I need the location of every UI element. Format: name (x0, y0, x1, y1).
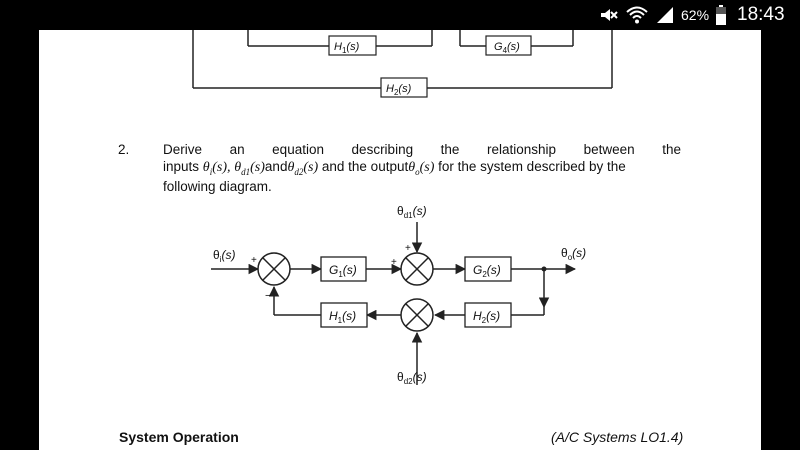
top-g4-block (485, 35, 532, 56)
svg-text:H2(s): H2(s) (386, 83, 412, 97)
word: the (662, 142, 681, 157)
h2-label: H2(s) (473, 309, 500, 325)
input-label: θi(s) (213, 248, 235, 264)
h1-label: H1(s) (329, 309, 356, 325)
question-line-2: inputs θi(s), θd1(s)andθd2(s) and the ou… (163, 159, 626, 177)
question-number: 2. (118, 142, 130, 157)
phrase: for the system described by the (438, 159, 626, 174)
summing-junction-1 (257, 252, 291, 286)
disturbance-2-text: θd2(s) (397, 370, 427, 386)
section-title: System Operation (119, 429, 239, 445)
plus-sign-sum1: + (251, 255, 257, 266)
wifi-icon (626, 0, 648, 30)
h1-block (320, 302, 368, 328)
section-reference: (A/C Systems LO1.4) (551, 429, 684, 445)
g1-label: G1(s) (329, 263, 357, 279)
theta-d1-math: θd1(s) (234, 160, 265, 177)
g2-block (464, 256, 512, 282)
summing-junction-3 (400, 298, 434, 332)
plus-sign-sum2-left: + (391, 257, 397, 268)
summing-junction-2 (400, 252, 434, 286)
word: Derive (163, 142, 203, 157)
battery-icon (715, 0, 727, 30)
top-h2-block (380, 77, 428, 98)
clock: 18:43 (737, 4, 785, 25)
word: and (264, 159, 288, 174)
word: the (440, 142, 460, 157)
document-page: H1(s) G4(s) H2(s) 2. Derive an equation … (39, 30, 761, 450)
mute-icon (598, 0, 618, 30)
h2-block (464, 302, 512, 328)
word: inputs (163, 159, 200, 174)
theta-i-math: θi(s), (202, 160, 231, 177)
top-h1-block (328, 35, 377, 56)
svg-text:θd2(s): θd2(s) (397, 370, 427, 386)
word: equation (272, 142, 324, 157)
battery-percent: 62% (681, 7, 710, 23)
word: relationship (487, 142, 557, 157)
top-diagram: H1(s) G4(s) H2(s) (192, 30, 613, 98)
svg-text:H1(s): H1(s) (334, 41, 360, 55)
status-bar: 62% 18:43 (0, 0, 800, 30)
word: between (583, 142, 635, 157)
g1-block (320, 256, 367, 282)
disturbance-1-label: θd1(s) (397, 204, 427, 220)
svg-text:G4(s): G4(s) (494, 41, 520, 55)
question-line-3: following diagram. (163, 179, 272, 194)
phrase: and the output (321, 159, 409, 174)
signal-icon (655, 0, 675, 30)
output-label: θo(s) (561, 246, 586, 262)
theta-o-math: θo(s) (408, 160, 435, 177)
word: describing (351, 142, 414, 157)
takeoff-point (541, 266, 547, 272)
g2-label: G2(s) (473, 263, 501, 279)
minus-sign-sum1: − (265, 290, 271, 302)
question-line-1: Derive an equation describing the relati… (163, 142, 681, 157)
word: an (229, 142, 245, 157)
theta-d2-math: θd2(s) (287, 160, 319, 177)
block-diagram: G1(s) G2(s) H1(s) H2(s) θi(s) θo(s) θd1(… (211, 204, 586, 385)
plus-sign-sum2-top: + (405, 243, 411, 254)
